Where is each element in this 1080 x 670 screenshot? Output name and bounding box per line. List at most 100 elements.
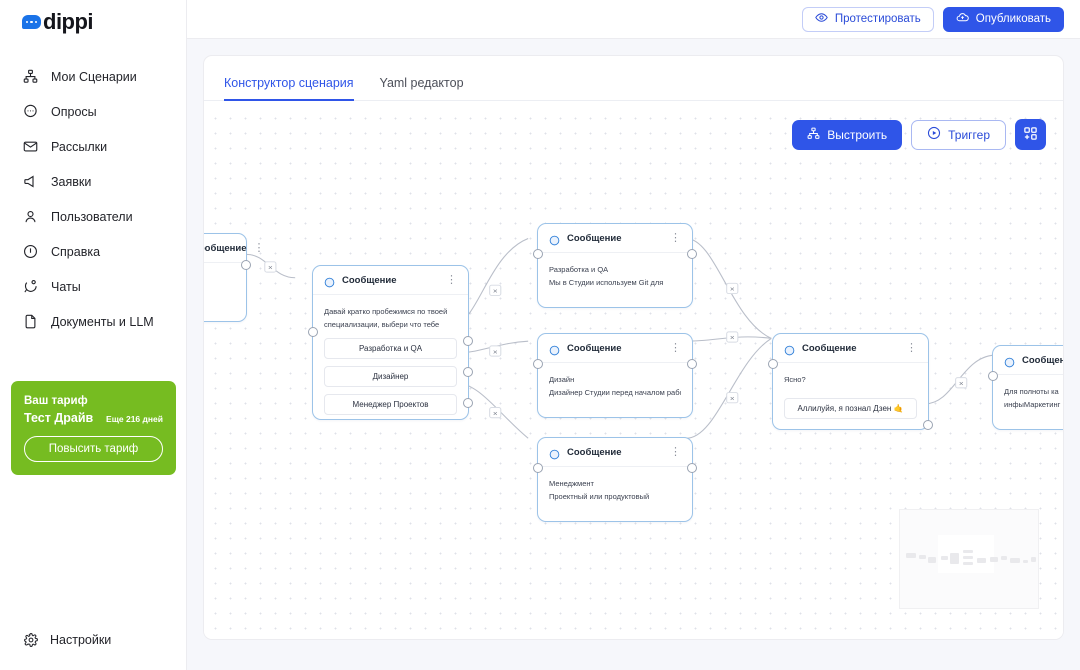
node-menu-icon[interactable]: ⋮ (670, 232, 681, 245)
node-text-line: Разработка и QA (549, 265, 609, 274)
minimap-node (963, 556, 973, 559)
sidebar-item-label: Справка (51, 244, 101, 259)
node-option[interactable]: Дизайнер (324, 366, 457, 388)
minimap-viewport[interactable] (938, 535, 994, 573)
sidebar-item-chats[interactable]: Чаты (0, 269, 186, 304)
node-option[interactable]: Аллилуйя, я познал Дзен 🤙 (784, 398, 917, 420)
chat-bubble-icon (22, 15, 41, 29)
envelope-icon (22, 138, 39, 155)
node-text-line: инфыМаркетинг (1004, 400, 1061, 410)
minimap-node (919, 555, 926, 559)
svg-text:×: × (493, 348, 498, 357)
add-block-icon (1023, 126, 1038, 144)
node-port-in[interactable] (533, 463, 543, 473)
node-title: Сообщение (342, 275, 397, 286)
flow-node[interactable]: Сообщение ⋮ Ясно? Аллилуйя, я познал Дзе… (768, 333, 933, 430)
test-button[interactable]: Протестировать (801, 6, 934, 32)
flow-canvas[interactable]: Выстроить Триггер (204, 105, 1063, 639)
document-icon (22, 313, 39, 330)
node-text-line: Для полноты ка (1004, 387, 1059, 396)
node-text-line: Ясно? (784, 375, 806, 384)
node-menu-icon[interactable]: ⋮ (670, 446, 681, 459)
trigger-button[interactable]: Триггер (911, 119, 1006, 150)
minimap-node (977, 558, 986, 563)
megaphone-icon (22, 173, 39, 190)
sidebar-item-label: Опросы (51, 104, 97, 119)
minimap-node (941, 556, 948, 560)
message-circle-icon (549, 233, 560, 246)
node-menu-icon[interactable]: ⋮ (446, 274, 457, 287)
node-option[interactable]: Разработка и QA (324, 338, 457, 360)
sidebar-item-settings[interactable]: Настройки (0, 623, 187, 656)
node-port-in[interactable] (988, 371, 998, 381)
node-port-out[interactable] (923, 420, 933, 430)
node-port-out[interactable] (687, 249, 697, 259)
flow-node[interactable]: Сообщение ⋮ Давай кратко пробежимся по т… (308, 265, 473, 420)
publish-button-label: Опубликовать (975, 13, 1051, 25)
arrange-button[interactable]: Выстроить (792, 119, 903, 150)
message-circle-icon (324, 275, 335, 288)
node-option[interactable]: Менеджер Проектов (324, 394, 457, 416)
canvas-toolbar: Выстроить Триггер (792, 119, 1046, 150)
sidebar-item-label: Настройки (50, 632, 112, 647)
node-menu-icon[interactable]: ⋮ (906, 342, 917, 355)
flow-node[interactable]: Сообщение Для полноты ка инфыМаркетинг (988, 345, 1063, 430)
minimap-node (1001, 556, 1007, 560)
node-port-out[interactable] (463, 367, 473, 377)
node-text-line: Проектный или продуктовый (549, 492, 650, 502)
scenario-editor-card: Конструктор сценария Yaml редактор Выстр… (203, 55, 1064, 640)
sidebar-item-surveys[interactable]: Опросы (0, 94, 186, 129)
node-header: Сообщение (993, 346, 1063, 375)
node-port-out[interactable] (687, 359, 697, 369)
sidebar-item-requests[interactable]: Заявки (0, 164, 186, 199)
sidebar-item-label: Пользователи (51, 209, 133, 224)
sidebar-item-scenarios[interactable]: Мои Сценарии (0, 59, 186, 94)
upgrade-tariff-button[interactable]: Повысить тариф (24, 435, 163, 462)
tab-yaml-editor[interactable]: Yaml редактор (379, 76, 464, 90)
svg-text:×: × (730, 394, 735, 403)
chat-smile-icon (22, 278, 39, 295)
node-title: Сообщение (567, 233, 622, 244)
flow-node[interactable]: Сообщение ⋮ Менеджмент Проектный или про… (533, 437, 697, 522)
minimap-node (1031, 557, 1036, 562)
node-port-in[interactable] (533, 249, 543, 259)
sidebar-item-help[interactable]: Справка (0, 234, 186, 269)
node-header: Сообщение ⋮ (773, 334, 928, 363)
node-port-out[interactable] (241, 260, 251, 270)
node-port-in[interactable] (533, 359, 543, 369)
eye-icon (815, 11, 828, 27)
canvas-minimap[interactable] (899, 509, 1039, 609)
message-circle-icon (549, 447, 560, 460)
node-body: Менеджмент Проектный или продуктовый (538, 467, 692, 514)
node-text-line: Менеджмент (549, 479, 594, 488)
node-body: Ясно? Аллилуйя, я познал Дзен 🤙 (773, 363, 928, 430)
sidebar-item-mailings[interactable]: Рассылки (0, 129, 186, 164)
flow-node[interactable]: Сообщение ⋮ (204, 233, 265, 322)
editor-tabs: Конструктор сценария Yaml редактор (204, 56, 1063, 101)
node-text-line: Дизайн (549, 375, 575, 384)
sidebar-item-users[interactable]: Пользователи (0, 199, 186, 234)
flow-node[interactable]: Сообщение ⋮ Дизайн Дизайнер Студии перед… (533, 333, 697, 418)
node-title: Сообщение (1022, 355, 1063, 366)
node-port-out[interactable] (463, 398, 473, 408)
tab-scenario-constructor[interactable]: Конструктор сценария (224, 76, 354, 101)
minimap-node (906, 553, 916, 558)
node-menu-icon[interactable]: ⋮ (253, 242, 265, 255)
node-port-out[interactable] (463, 336, 473, 346)
sidebar-item-documents-llm[interactable]: Документы и LLM (0, 304, 186, 339)
sidebar-item-label: Мои Сценарии (51, 69, 137, 84)
test-button-label: Протестировать (834, 13, 921, 25)
node-port-in[interactable] (308, 327, 318, 337)
node-port-in[interactable] (768, 359, 778, 369)
add-block-icon-button[interactable] (1015, 119, 1046, 150)
node-port-out[interactable] (687, 463, 697, 473)
node-text-line: Мы в Студии используем Git для (549, 278, 664, 288)
app-logo[interactable]: dippi (0, 0, 186, 33)
node-header: Сообщение ⋮ (538, 334, 692, 363)
flow-node[interactable]: Сообщение ⋮ Разработка и QA Мы в Студии … (533, 223, 697, 308)
node-header: Сообщение ⋮ (313, 266, 468, 295)
tariff-card: Ваш тариф Тест Драйв Еще 216 дней Повыси… (11, 381, 176, 475)
publish-button[interactable]: Опубликовать (942, 6, 1064, 32)
node-body (204, 263, 246, 284)
node-menu-icon[interactable]: ⋮ (670, 342, 681, 355)
